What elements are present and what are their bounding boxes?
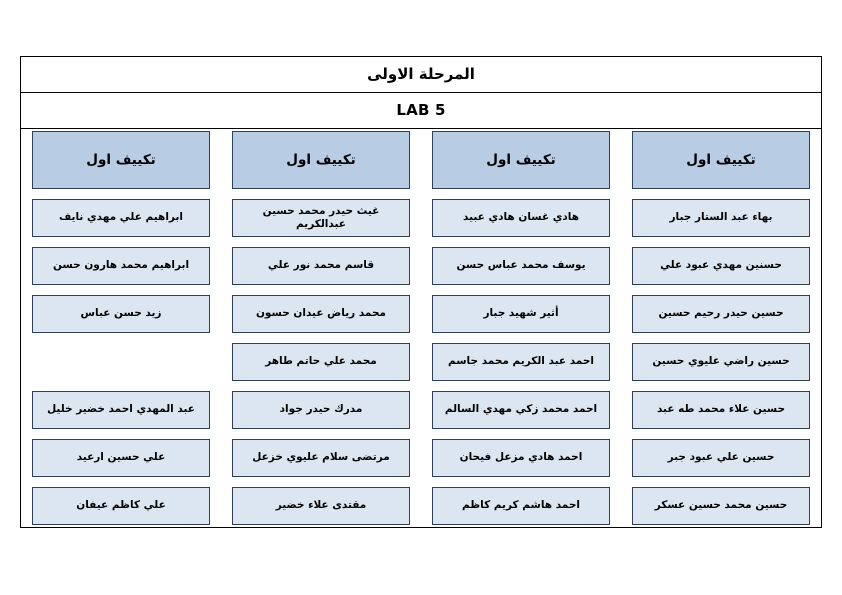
name-cell: ابراهيم محمد هارون حسن	[32, 247, 210, 285]
name-cell: أثير شهيد جبار	[432, 295, 610, 333]
name-cell: حسين حيدر رحيم حسين	[632, 295, 810, 333]
document-title-row: المرحلة الاولى	[21, 57, 821, 93]
name-cell: عبد المهدي احمد خضير خليل	[32, 391, 210, 429]
column-header-1: تكييف اول	[632, 131, 810, 189]
name-cell: احمد محمد زكي مهدي السالم	[432, 391, 610, 429]
name-column-3: تكييف اول غيث حيدر محمد حسين عبدالكريم ق…	[221, 129, 421, 525]
name-cell: محمد رياض عيدان حسون	[232, 295, 410, 333]
name-cell: حسين علاء محمد طه عبد	[632, 391, 810, 429]
empty-cell	[32, 343, 210, 381]
column-header-2: تكييف اول	[432, 131, 610, 189]
column-header-3: تكييف اول	[232, 131, 410, 189]
name-cell: بهاء عبد الستار جبار	[632, 199, 810, 237]
name-cell: مدرك حيدر جواد	[232, 391, 410, 429]
name-cell: غيث حيدر محمد حسين عبدالكريم	[232, 199, 410, 237]
name-column-2: تكييف اول هادي غسان هادي عبيد يوسف محمد …	[421, 129, 621, 525]
name-cell: زيد حسن عباس	[32, 295, 210, 333]
name-column-1: تكييف اول بهاء عبد الستار جبار حسنين مهد…	[621, 129, 821, 525]
page-title: المرحلة الاولى	[367, 65, 475, 83]
column-header-4: تكييف اول	[32, 131, 210, 189]
name-cell: احمد هادي مزعل فيحان	[432, 439, 610, 477]
name-cell: علي كاظم عيفان	[32, 487, 210, 525]
name-cell: يوسف محمد عباس حسن	[432, 247, 610, 285]
name-column-4: تكييف اول ابراهيم علي مهدي نايف ابراهيم …	[21, 129, 221, 525]
name-cell: محمد علي حاتم طاهر	[232, 343, 410, 381]
name-cell: مقتدى علاء خضير	[232, 487, 410, 525]
name-cell: احمد عبد الكريم محمد جاسم	[432, 343, 610, 381]
name-cell: علي حسين ارعيد	[32, 439, 210, 477]
document-sheet: المرحلة الاولى LAB 5 تكييف اول بهاء عبد …	[20, 56, 822, 528]
name-cell: حسين علي عبود جبر	[632, 439, 810, 477]
name-cell: هادي غسان هادي عبيد	[432, 199, 610, 237]
name-cell: حسنين مهدي عبود علي	[632, 247, 810, 285]
name-cell: قاسم محمد نور علي	[232, 247, 410, 285]
lab-label: LAB 5	[396, 101, 446, 119]
lab-title-row: LAB 5	[21, 93, 821, 129]
name-cell: حسين راضي عليوي حسين	[632, 343, 810, 381]
name-cell: مرتضى سلام عليوي خزعل	[232, 439, 410, 477]
columns-container: تكييف اول بهاء عبد الستار جبار حسنين مهد…	[21, 129, 821, 525]
name-cell: احمد هاشم كريم كاظم	[432, 487, 610, 525]
name-cell: ابراهيم علي مهدي نايف	[32, 199, 210, 237]
name-cell: حسين محمد حسين عسكر	[632, 487, 810, 525]
